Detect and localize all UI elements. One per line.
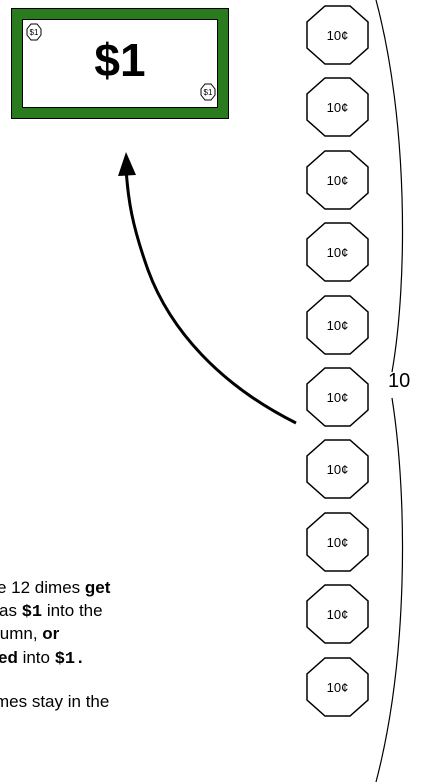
dime-coin-label: 10¢ bbox=[326, 606, 349, 622]
dime-coin: 10¢ bbox=[305, 149, 370, 211]
dime-coin-icon bbox=[306, 295, 369, 355]
explanation-line-3: lumn, or bbox=[0, 623, 59, 644]
dime-coin-label: 10¢ bbox=[326, 172, 349, 188]
dime-coin-label: 10¢ bbox=[326, 534, 349, 550]
dollar-bill-face: $1 bbox=[22, 19, 218, 108]
explanation-line-5: mes stay in the bbox=[0, 691, 109, 712]
explanation-text: as bbox=[0, 601, 22, 620]
dime-coin-icon bbox=[306, 584, 369, 644]
dime-coin: 10¢ bbox=[305, 76, 370, 138]
explanation-emphasis: ed bbox=[0, 648, 18, 667]
bill-corner-badge-bottom-right: $1 bbox=[200, 83, 216, 101]
dime-coin-label: 10¢ bbox=[326, 244, 349, 260]
dime-coin: 10¢ bbox=[305, 366, 370, 428]
dime-coin-icon bbox=[306, 439, 369, 499]
bill-corner-label: $1 bbox=[204, 88, 213, 97]
bill-corner-label: $1 bbox=[30, 28, 39, 37]
explanation-text: into the bbox=[42, 601, 103, 620]
explanation-emphasis: or bbox=[42, 624, 60, 643]
brace-count-label: 10 bbox=[388, 370, 411, 392]
dime-coin: 10¢ bbox=[305, 438, 370, 500]
bill-corner-badge-top-left: $1 bbox=[26, 23, 42, 41]
explanation-text: lumn, bbox=[0, 624, 43, 643]
explanation-emphasis: get bbox=[84, 578, 111, 597]
dime-coin-icon bbox=[306, 5, 369, 65]
explanation-code: $1. bbox=[54, 650, 86, 669]
dime-coin-label: 10¢ bbox=[326, 99, 349, 115]
explanation-line-1: e 12 dimes get bbox=[0, 577, 110, 598]
dime-coin: 10¢ bbox=[305, 221, 370, 283]
dime-coin-icon bbox=[306, 367, 369, 427]
dime-coin-label: 10¢ bbox=[326, 27, 349, 43]
dime-coin: 10¢ bbox=[305, 583, 370, 645]
explanation-line-4: ed into $1. bbox=[0, 647, 85, 670]
dime-coin-label: 10¢ bbox=[326, 389, 349, 405]
dime-coin-icon bbox=[306, 222, 369, 282]
explanation-text: into bbox=[17, 648, 55, 667]
dime-coin-label: 10¢ bbox=[326, 317, 349, 333]
dime-coin-label: 10¢ bbox=[326, 679, 349, 695]
explanation-code: $1 bbox=[21, 603, 43, 622]
dollar-bill-value: $1 bbox=[94, 34, 146, 86]
dime-coin-icon bbox=[306, 77, 369, 137]
dime-coin: 10¢ bbox=[305, 511, 370, 573]
dime-coin-icon bbox=[306, 150, 369, 210]
dime-coin-icon bbox=[306, 657, 369, 717]
dime-coin-label: 10¢ bbox=[326, 461, 349, 477]
explanation-text: mes stay in the bbox=[0, 692, 110, 711]
dime-coin: 10¢ bbox=[305, 656, 370, 718]
dime-coin: 10¢ bbox=[305, 294, 370, 356]
dollar-bill: $1 $1 $1 bbox=[11, 8, 229, 119]
explanation-text: e 12 dimes bbox=[0, 578, 85, 597]
dime-coin-icon bbox=[306, 512, 369, 572]
explanation-line-2: as $1 into the bbox=[0, 600, 103, 623]
dime-coin: 10¢ bbox=[305, 4, 370, 66]
